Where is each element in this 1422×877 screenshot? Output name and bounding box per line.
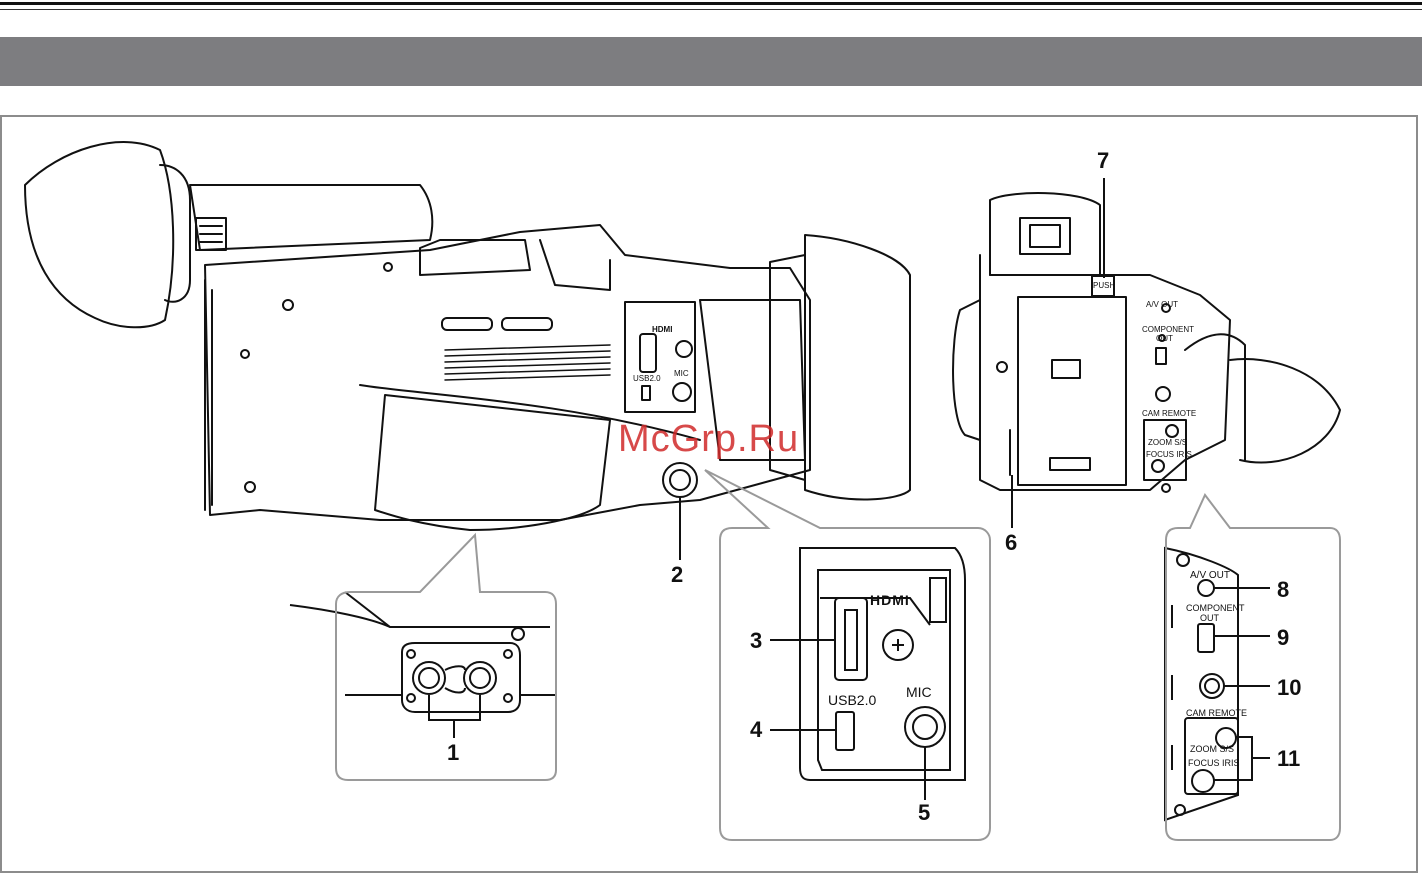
usb-label-small: USB2.0 (633, 374, 661, 383)
watermark: McGrp.Ru (618, 418, 799, 461)
component-out-label: OUT (1200, 613, 1219, 623)
component-out-label-small: OUT (1156, 334, 1173, 343)
callout-1: 1 (447, 740, 459, 766)
av-out-label-small: A/V OUT (1146, 300, 1178, 309)
push-label: PUSH (1093, 281, 1115, 290)
callout-4: 4 (750, 717, 762, 743)
mic-label-small: MIC (674, 369, 689, 378)
callout-10: 10 (1277, 675, 1301, 701)
callout-11: 11 (1277, 746, 1300, 772)
cam-remote-label: CAM REMOTE (1186, 708, 1247, 718)
focus-iris-label-small: FOCUS IRIS (1146, 450, 1192, 459)
cam-remote-label-small: CAM REMOTE (1142, 409, 1196, 418)
hdmi-label-small: HDMI (652, 325, 672, 334)
mic-label: MIC (906, 684, 932, 700)
component-label: COMPONENT (1186, 603, 1245, 613)
callout-8: 8 (1277, 577, 1289, 603)
hdmi-label: HDMI (870, 592, 910, 608)
usb-label: USB2.0 (828, 692, 876, 708)
callout-9: 9 (1277, 625, 1289, 651)
focus-iris-label: FOCUS IRIS (1188, 758, 1240, 768)
zoom-ss-label: ZOOM S/S (1190, 744, 1234, 754)
av-out-label: A/V OUT (1190, 570, 1230, 581)
callout-7: 7 (1097, 148, 1109, 174)
callout-5: 5 (918, 800, 930, 826)
callout-6: 6 (1005, 530, 1017, 556)
zoom-ss-label-small: ZOOM S/S (1148, 438, 1187, 447)
callout-2: 2 (671, 562, 683, 588)
component-label-small: COMPONENT (1142, 325, 1194, 334)
callout-3: 3 (750, 628, 762, 654)
